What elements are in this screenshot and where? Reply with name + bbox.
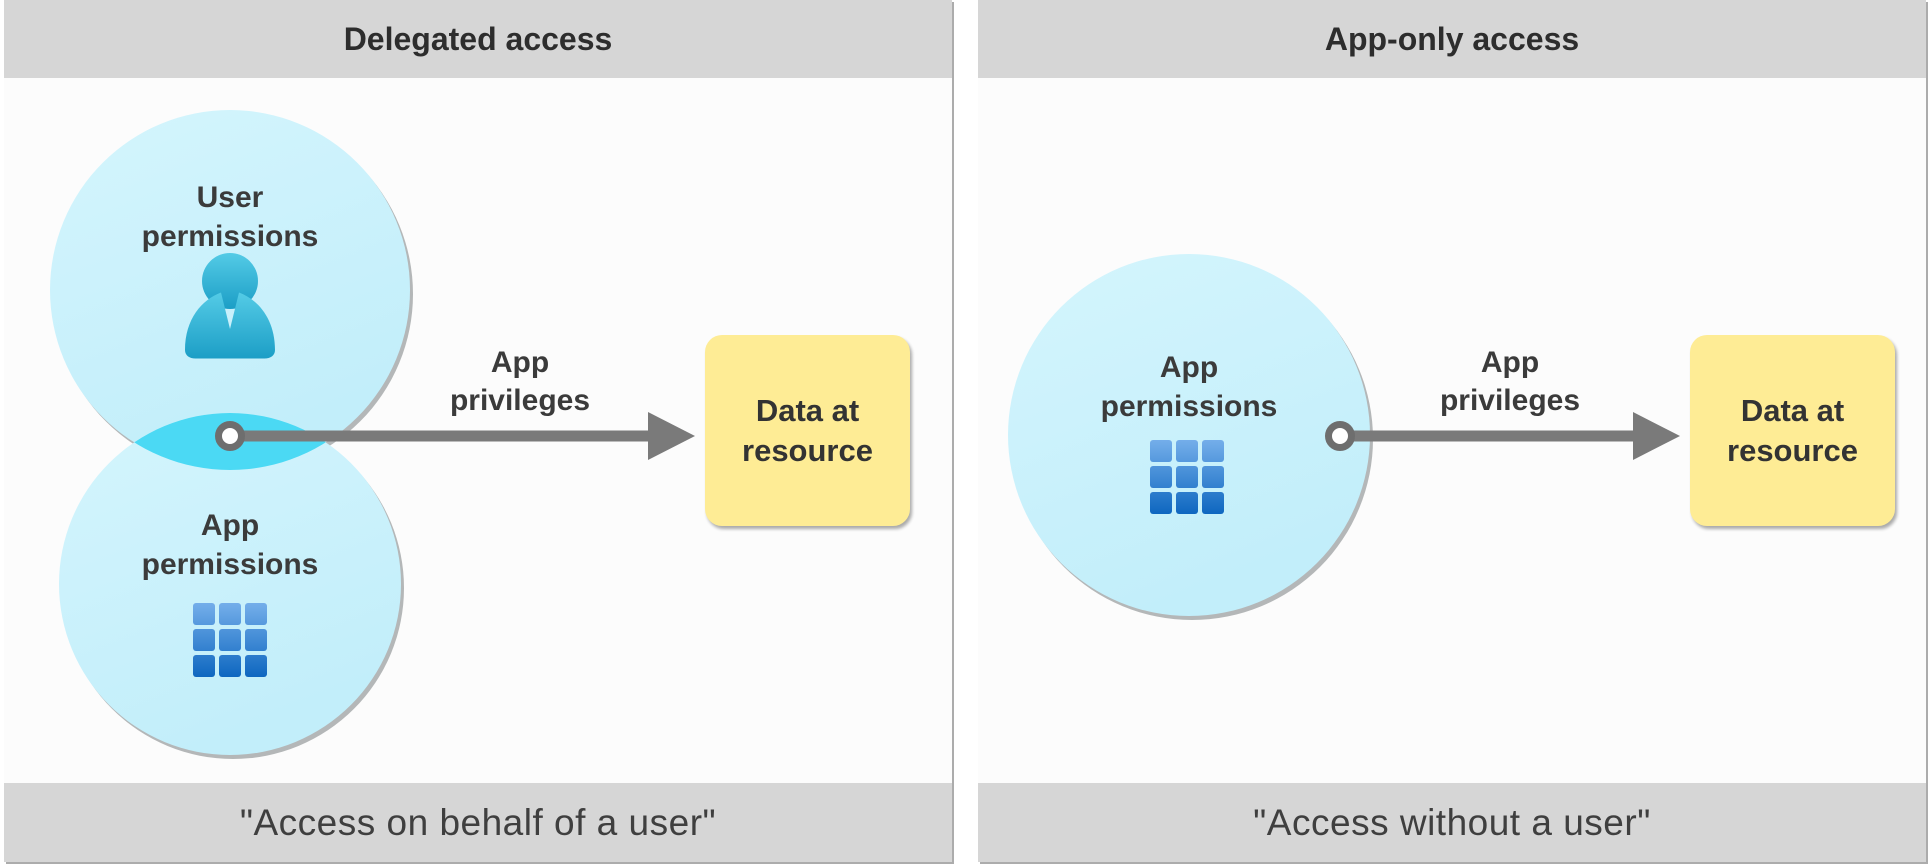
app-privileges-label: App privileges	[1439, 346, 1581, 417]
delegated-caption: "Access on behalf of a user"	[4, 783, 952, 862]
delegated-access-panel: Delegated access	[4, 0, 952, 862]
connector-dot	[215, 421, 245, 451]
data-at-resource-box: Data at resource	[1690, 335, 1895, 526]
app-only-diagram-area: App permissions App privileges Data at r…	[978, 78, 1926, 783]
delegated-diagram-area: User permissions App permissions App pri…	[4, 78, 952, 783]
panel-title-delegated: Delegated access	[4, 0, 952, 78]
app-permissions-circle	[59, 413, 401, 755]
panel-title-app-only: App-only access	[978, 0, 1926, 78]
privileges-arrow	[234, 412, 695, 460]
app-permissions-label: App permissions	[1100, 351, 1278, 423]
app-permissions-circle	[1008, 254, 1370, 616]
app-privileges-label: App privileges	[449, 346, 591, 417]
connector-dot	[1325, 421, 1355, 451]
app-only-access-panel: App-only access	[978, 0, 1926, 862]
user-permissions-label: User permissions	[141, 181, 319, 253]
data-at-resource-box: Data at resource	[705, 335, 910, 526]
app-grid-icon	[193, 603, 267, 677]
app-grid-icon	[1150, 440, 1224, 514]
privileges-arrow	[1344, 412, 1680, 460]
app-permissions-label: App permissions	[141, 509, 319, 581]
delegated-diagram	[50, 110, 695, 759]
user-icon	[185, 253, 275, 359]
app-only-diagram	[1008, 254, 1680, 620]
app-only-caption: "Access without a user"	[978, 783, 1926, 862]
